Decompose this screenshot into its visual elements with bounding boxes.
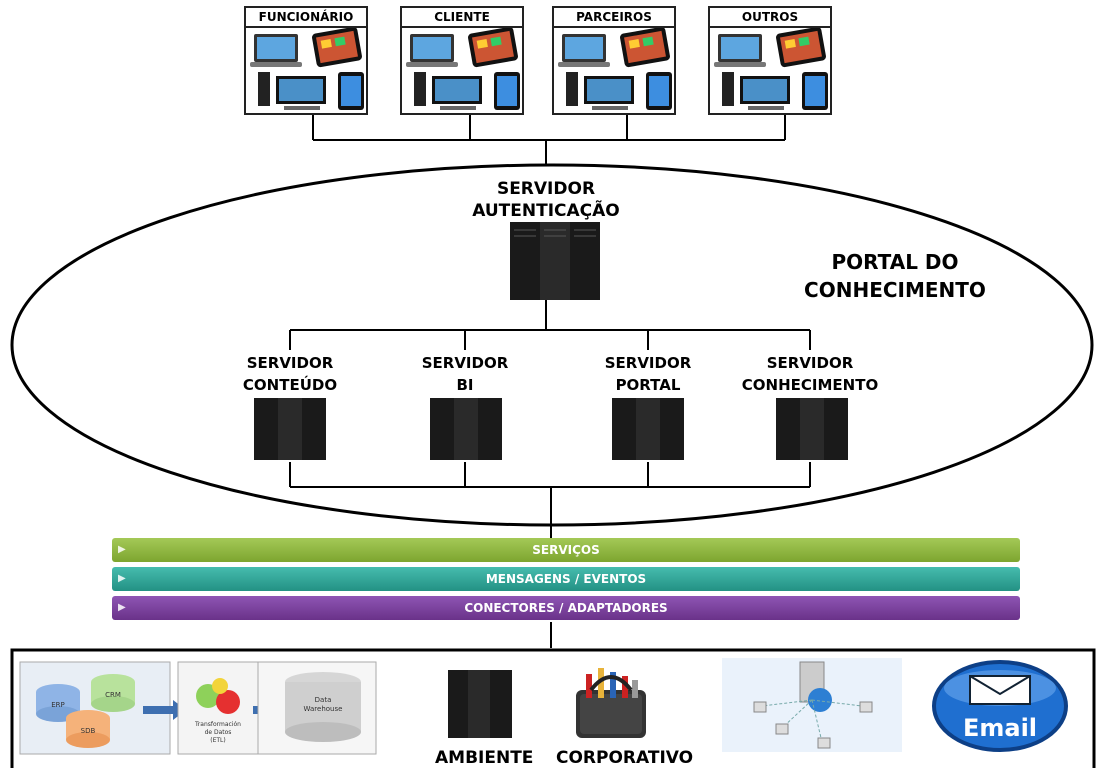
server-rack-icon [510,222,600,300]
email-text: Email [963,714,1037,742]
device-box-funcionario: FUNCIONÁRIO [244,6,368,115]
etl-diagram: ERP CRM SDB Transformación de Datos (ETL… [19,661,377,755]
server-label-conhecimento: SERVIDOR CONHECIMENTO [725,352,895,396]
device-box-cliente: CLIENTE [400,6,524,115]
corporate-label-2: CORPORATIVO [556,748,694,768]
server-line2: CONHECIMENTO [741,376,879,394]
server-line2: BI [456,376,474,394]
device-box-outros: OUTROS [708,6,832,115]
portal-title-line1: PORTAL DO [831,250,959,274]
server-rack-icon [430,398,502,460]
bar-arrow-icon: ▶ [118,602,126,613]
ipad-icon [802,72,828,110]
portal-title-line2: CONHECIMENTO [804,278,986,302]
desktop-icon [258,72,326,110]
desktop-icon [722,72,790,110]
devices-icon [406,28,520,110]
connectors-bar: ▶ CONECTORES / ADAPTADORES [112,596,1020,620]
connectors-label: CONECTORES / ADAPTADORES [464,601,668,615]
email-icon: Email [932,660,1068,752]
bar-arrow-icon: ▶ [118,573,126,584]
tablet-icon [312,28,362,68]
bar-arrow-icon: ▶ [118,544,126,555]
portal-ellipse [10,163,1094,527]
crm-text: CRM [105,691,121,699]
device-title: OUTROS [710,8,830,28]
erp-text: ERP [51,701,65,709]
server-rack-icon [254,398,326,460]
services-bar: ▶ SERVIÇOS [112,538,1020,562]
desktop-icon [566,72,634,110]
tablet-icon [468,28,518,68]
auth-server-line2: AUTENTICAÇÃO [472,201,620,221]
tablet-icon [620,28,670,68]
devices-icon [250,28,364,110]
server-label-conteudo: SERVIDOR CONTEÚDO [220,352,360,396]
device-title: CLIENTE [402,8,522,28]
server-line1: SERVIDOR [604,354,692,372]
devices-icon [714,28,828,110]
laptop-icon [406,34,458,67]
services-label: SERVIÇOS [532,543,600,557]
gears-icon [196,678,240,714]
server-label-portal: SERVIDOR PORTAL [578,352,718,396]
devices-icon [558,28,672,110]
laptop-icon [558,34,610,67]
sdb-text: SDB [81,727,96,735]
server-line2: PORTAL [615,376,681,394]
server-rack-icon [612,398,684,460]
server-rack-icon [448,670,512,738]
server-line1: SERVIDOR [766,354,854,372]
network-database-icon [722,658,902,752]
database-icon [36,674,135,748]
laptop-icon [714,34,766,67]
auth-server-line1: SERVIDOR [496,179,596,199]
dw-text-2: Warehouse [304,705,343,713]
laptop-icon [250,34,302,67]
ipad-icon [646,72,672,110]
tablet-icon [776,28,826,68]
device-box-parceiros: PARCEIROS [552,6,676,115]
device-title: FUNCIONÁRIO [246,8,366,28]
desktop-icon [414,72,482,110]
etl-text-1: Transformación [194,721,241,728]
etl-text-2: de Datos [205,729,232,736]
server-line2: CONTEÚDO [242,376,338,394]
messages-label: MENSAGENS / EVENTOS [485,572,647,586]
auth-server-label: SERVIDOR AUTENTICAÇÃO [446,178,646,222]
database-icon [285,672,361,742]
messages-bar: ▶ MENSAGENS / EVENTOS [112,567,1020,591]
server-line1: SERVIDOR [246,354,334,372]
corporate-label-1: AMBIENTE [435,748,534,768]
device-title: PARCEIROS [554,8,674,28]
toolbox-icon [576,668,646,738]
server-label-bi: SERVIDOR BI [395,352,535,396]
server-line1: SERVIDOR [421,354,509,372]
ipad-icon [494,72,520,110]
portal-title: PORTAL DO CONHECIMENTO [770,248,1020,304]
corporate-box [10,648,1096,768]
ipad-icon [338,72,364,110]
etl-text-3: (ETL) [210,737,225,744]
dw-text-1: Data [315,696,332,704]
server-rack-icon [776,398,848,460]
